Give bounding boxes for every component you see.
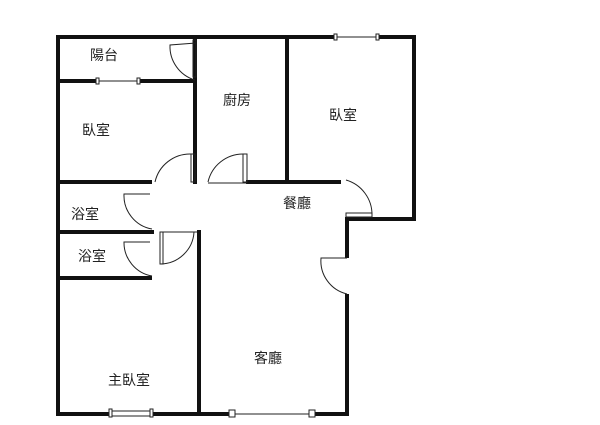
room-label-bedroom-2: 臥室 (329, 108, 357, 124)
room-label-bathroom-1: 浴室 (71, 207, 99, 223)
windows (95, 33, 380, 418)
room-label-dining-room: 餐廳 (283, 196, 311, 212)
doors (123, 39, 373, 295)
room-label-bathroom-2: 浴室 (78, 249, 106, 265)
room-label-living-room: 客廳 (254, 351, 282, 367)
room-label-kitchen: 廚房 (223, 93, 251, 109)
room-label-balcony: 陽台 (90, 48, 118, 64)
room-label-master-bedroom: 主臥室 (108, 373, 150, 389)
room-label-bedroom-1: 臥室 (82, 123, 110, 139)
